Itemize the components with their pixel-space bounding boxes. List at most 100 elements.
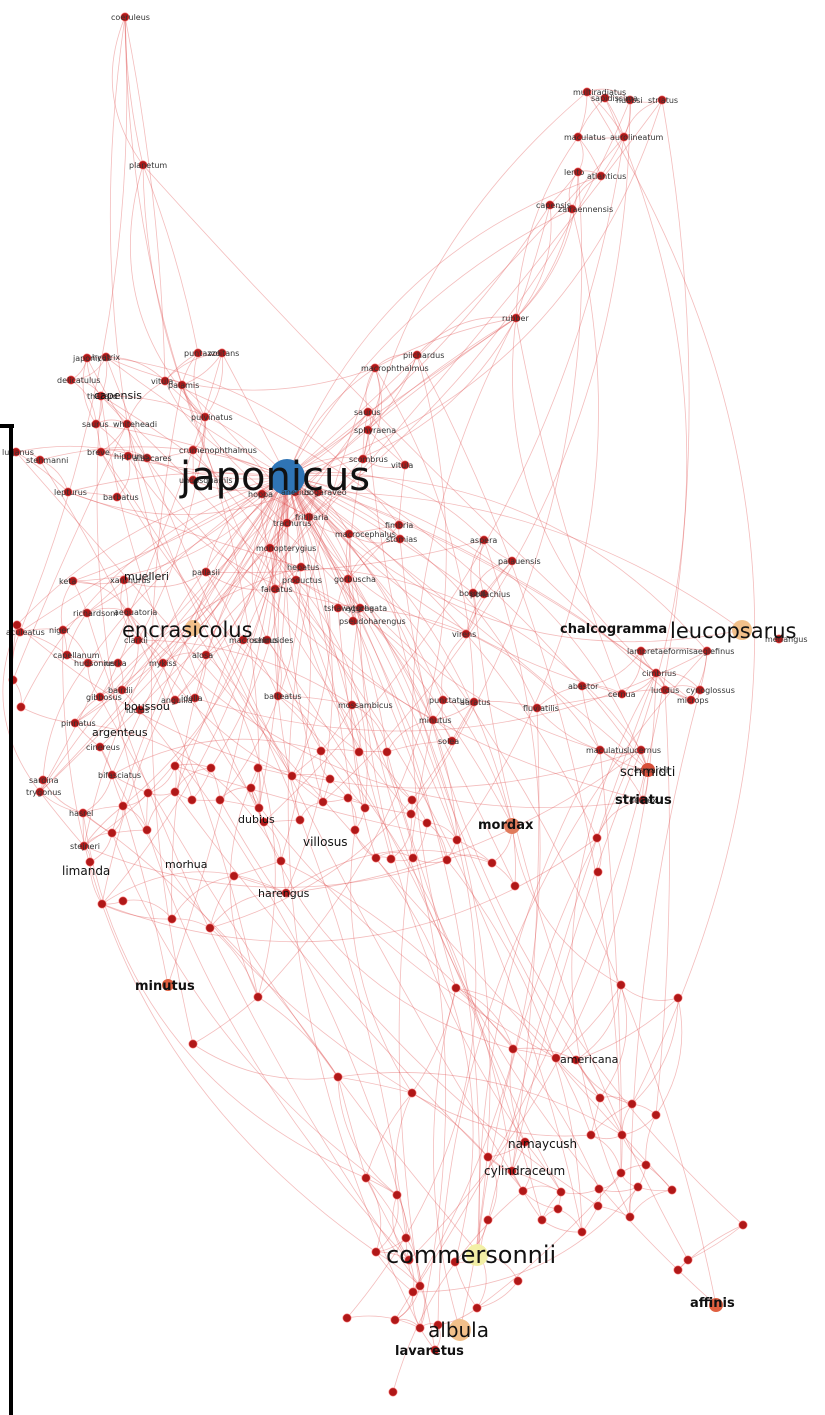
graph-node: [657, 95, 667, 105]
graph-edge: [410, 171, 583, 815]
graph-edge: [192, 1043, 339, 1080]
graph-node: [617, 1130, 627, 1140]
graph-node: [513, 1276, 523, 1286]
graph-node: [313, 487, 323, 497]
graph-node: [452, 835, 462, 845]
left-panel-border: [0, 424, 13, 1415]
graph-edge: [286, 476, 356, 831]
graph-edge: [142, 164, 666, 691]
node-label-limanda: limanda: [62, 864, 110, 878]
graph-edge: [277, 476, 288, 697]
graph-edge: [100, 451, 288, 478]
graph-node: [253, 763, 263, 773]
graph-edge: [555, 984, 622, 1059]
graph-edge: [181, 384, 260, 809]
graph-node: [401, 1233, 411, 1243]
graph-edge: [192, 476, 288, 629]
graph-edge: [337, 607, 601, 751]
graph-edge: [123, 571, 207, 588]
graph-edge: [70, 379, 97, 425]
node-label-minutus: minutus: [135, 979, 195, 994]
node-label-small: pulvinatus: [191, 413, 233, 422]
graph-edge: [121, 639, 139, 691]
graph-edge: [337, 607, 366, 809]
graph-edge: [487, 672, 657, 1221]
graph-node: [641, 1160, 651, 1170]
graph-node: [38, 775, 48, 785]
node-label-small: lucidus: [651, 686, 679, 695]
graph-node: [291, 575, 301, 585]
graph-node: [408, 1287, 418, 1297]
graph-node: [573, 132, 583, 142]
graph-edge: [286, 476, 538, 709]
node-label-small: fimbria: [385, 521, 413, 530]
graph-node: [487, 858, 497, 868]
graph-edge: [586, 91, 625, 138]
graph-edge: [599, 749, 644, 801]
graph-edge: [127, 455, 361, 609]
graph-node: [170, 761, 180, 771]
graph-edge: [374, 367, 475, 703]
graph-edge: [511, 707, 540, 1172]
node-label-small: aculeatus: [6, 628, 45, 637]
graph-node: [520, 1137, 530, 1147]
node-label-small: zairaennensis: [558, 205, 613, 214]
graph-edge: [100, 395, 557, 1059]
graph-node: [325, 774, 335, 784]
graph-edge: [596, 97, 688, 839]
graph-node: [276, 856, 286, 866]
graph-node: [447, 736, 457, 746]
graph-node: [201, 650, 211, 660]
graph-node: [388, 1387, 398, 1397]
graph-edge: [586, 91, 756, 1105]
graph-node: [508, 1044, 518, 1054]
node-label-small: dentex: [629, 796, 657, 805]
graph-edge: [111, 829, 148, 834]
graph-edge: [101, 476, 288, 905]
graph-node: [386, 854, 396, 864]
graph-edge: [12, 423, 128, 681]
graph-node: [281, 888, 291, 898]
graph-edge: [67, 472, 288, 493]
graph-edge: [620, 984, 679, 1001]
graph-edge: [476, 837, 598, 1256]
graph-edge: [287, 367, 421, 1329]
node-label-small: hyatrix: [92, 353, 120, 362]
node-label-small: aurolineatum: [610, 133, 664, 142]
graph-edge: [472, 592, 689, 1261]
graph-node: [79, 841, 89, 851]
node-label-morhua: morhua: [165, 858, 207, 871]
graph-node: [133, 635, 143, 645]
graph-node: [408, 853, 418, 863]
graph-edge: [386, 751, 413, 801]
graph-edge: [117, 611, 130, 664]
graph-edge: [476, 1280, 519, 1309]
graph-node: [371, 1247, 381, 1257]
graph-edge: [286, 208, 573, 478]
node-label-lavaretus: lavaretus: [395, 1344, 464, 1359]
graph-edge: [74, 476, 288, 724]
graph-node: [394, 520, 404, 530]
graph-node: [343, 574, 353, 584]
graph-edge: [83, 639, 244, 847]
graph-node: [390, 1315, 400, 1325]
graph-edge: [412, 99, 690, 1293]
node-label-small: breve: [87, 448, 110, 457]
graph-edge: [375, 857, 474, 1263]
graph-edge: [124, 16, 413, 801]
graph-edge: [83, 476, 288, 847]
graph-edge: [142, 164, 199, 354]
graph-edge: [386, 740, 453, 753]
graph-node: [433, 1320, 443, 1330]
graph-edge: [286, 476, 458, 841]
graph-node: [123, 451, 133, 461]
graph-node: [577, 681, 587, 691]
graph-edge: [437, 650, 708, 1326]
graph-node: [422, 818, 432, 828]
graph-node: [483, 1152, 493, 1162]
graph-edge: [455, 987, 514, 1050]
node-label-small: aequatoria: [114, 608, 157, 617]
graph-edge: [337, 1072, 623, 1136]
graph-node: [695, 685, 705, 695]
graph-edge: [286, 476, 444, 701]
